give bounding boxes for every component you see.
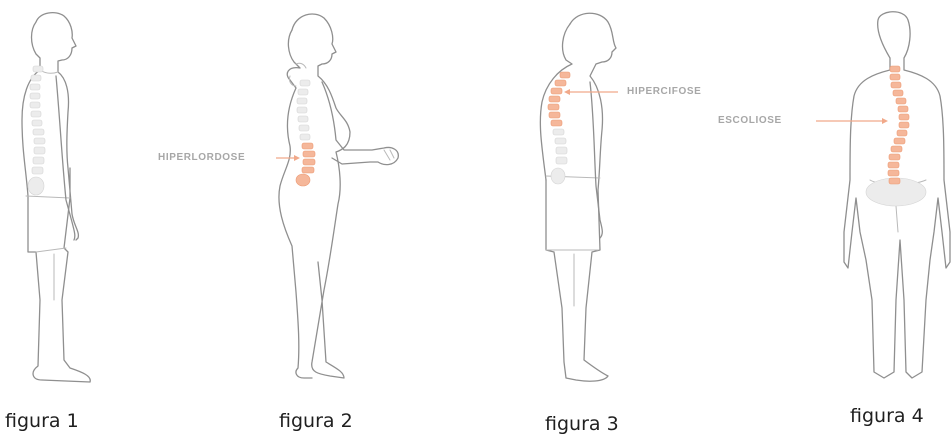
figure-4-spine-highlight [888, 66, 909, 184]
figure-2-spine-highlight [296, 143, 315, 186]
label-hipercifose: HIPERCIFOSE [627, 86, 701, 97]
figure-2-body [279, 14, 398, 378]
label-hiperlordose: HIPERLORDOSE [158, 152, 245, 163]
figure-3-body [540, 13, 616, 381]
label-escoliose: ESCOLIOSE [718, 115, 782, 126]
figure-1-body [22, 13, 90, 382]
figure-1-spine [28, 66, 45, 195]
caption-figure-1: figura 1 [5, 410, 79, 432]
caption-figure-3: figura 3 [545, 413, 619, 435]
caption-figure-2: figura 2 [279, 410, 353, 432]
caption-figure-4: figura 4 [850, 405, 924, 427]
figure-3-spine-lower [551, 129, 567, 184]
figure-2-arrow [276, 155, 300, 161]
figure-2-spine-upper [297, 80, 310, 140]
